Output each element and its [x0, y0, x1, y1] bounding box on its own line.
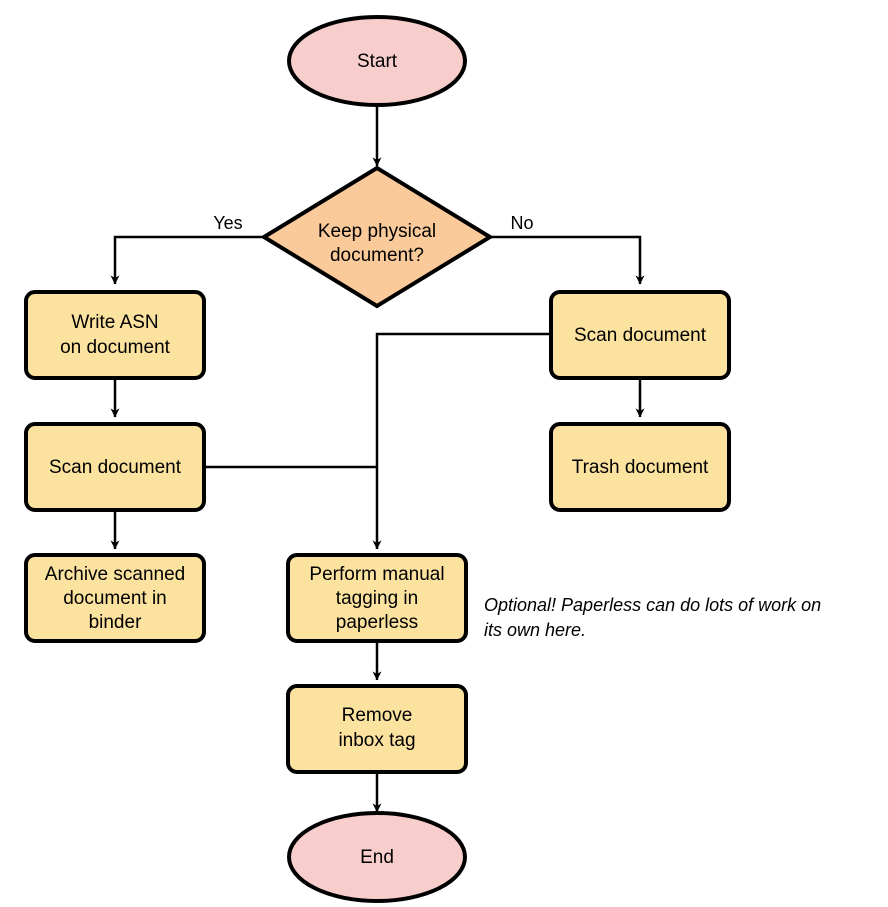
- write-asn-label-line1: Write ASN: [71, 312, 158, 333]
- edge-label-no: No: [510, 213, 533, 233]
- end-label: End: [360, 847, 394, 868]
- archive-label-line3: binder: [89, 612, 142, 633]
- node-start[interactable]: Start: [287, 15, 467, 107]
- node-perform-manual-tagging-in-paperless[interactable]: Perform manual tagging in paperless: [286, 553, 468, 643]
- remove-inbox-label-line1: Remove: [342, 705, 413, 726]
- decision-label-line2: document?: [330, 245, 424, 266]
- remove-inbox-tag-box[interactable]: [286, 684, 468, 774]
- edge-label-yes: Yes: [213, 213, 242, 233]
- decision-label-line1: Keep physical: [318, 221, 436, 242]
- node-write-asn-on-document[interactable]: Write ASN on document: [24, 290, 206, 380]
- end-ellipse[interactable]: [287, 811, 467, 903]
- node-scan-document-right[interactable]: Scan document: [549, 290, 731, 380]
- scan-document-right-label: Scan document: [574, 325, 707, 346]
- remove-inbox-label-line2: inbox tag: [338, 730, 415, 751]
- node-decision-keep-physical-document[interactable]: Keep physical document?: [260, 165, 494, 309]
- archive-label-line1: Archive scanned: [45, 564, 185, 585]
- trash-document-label: Trash document: [572, 457, 709, 478]
- annotation-optional-note: Optional! Paperless can do lots of work …: [484, 595, 821, 640]
- scan-document-left-label: Scan document: [49, 457, 182, 478]
- start-ellipse[interactable]: [287, 15, 467, 107]
- decision-diamond[interactable]: [260, 165, 494, 309]
- manual-tagging-box[interactable]: [286, 553, 468, 643]
- optional-note-line2: its own here.: [484, 620, 586, 640]
- node-scan-document-left[interactable]: Scan document: [24, 422, 206, 512]
- archive-box[interactable]: [24, 553, 206, 643]
- node-archive-scanned-document-in-binder[interactable]: Archive scanned document in binder: [24, 553, 206, 643]
- connector-group: [110, 103, 645, 813]
- write-asn-box[interactable]: [24, 290, 206, 380]
- start-label: Start: [357, 51, 398, 72]
- trash-document-box[interactable]: [549, 422, 731, 512]
- write-asn-label-line2: on document: [60, 337, 171, 358]
- archive-label-line2: document in: [63, 588, 167, 609]
- manual-tagging-label-line3: paperless: [336, 612, 418, 633]
- node-trash-document[interactable]: Trash document: [549, 422, 731, 512]
- manual-tagging-label-line2: tagging in: [336, 588, 418, 609]
- manual-tagging-label-line1: Perform manual: [309, 564, 444, 585]
- edge-scan-right-to-manual-tagging: [372, 332, 551, 550]
- edge-decision-yes-to-write-asn: [110, 235, 264, 285]
- node-remove-inbox-tag[interactable]: Remove inbox tag: [286, 684, 468, 774]
- node-end[interactable]: End: [287, 811, 467, 903]
- edge-decision-no-to-scan-right: [490, 235, 645, 285]
- scan-document-left-box[interactable]: [24, 422, 206, 512]
- optional-note-line1: Optional! Paperless can do lots of work …: [484, 595, 821, 615]
- scan-document-right-box[interactable]: [549, 290, 731, 380]
